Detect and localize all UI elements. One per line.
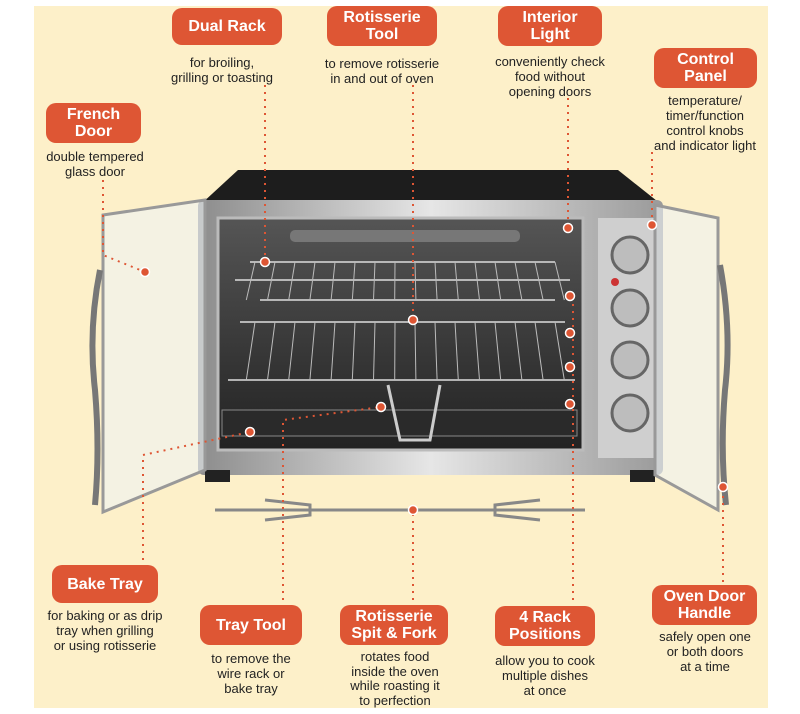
rotisserie-spit — [215, 498, 585, 522]
callout-dot — [646, 219, 658, 231]
right-glass-door — [653, 203, 720, 513]
callout-dot — [259, 256, 271, 268]
rack-wire — [514, 261, 523, 301]
bake-tray-desc: for baking or as drip tray when grilling… — [47, 608, 163, 653]
tray-tool-desc: to remove the wire rack or bake tray — [211, 651, 291, 696]
leader-lines — [102, 85, 724, 600]
tray-tool — [386, 384, 442, 442]
left-handle — [89, 269, 103, 506]
control-panel-desc: temperature/ timer/function control knob… — [654, 93, 756, 153]
upper-rack — [235, 261, 570, 301]
rack-wire — [288, 321, 296, 381]
rotisserie-tool-badge: Rotisserie Tool — [327, 6, 437, 46]
rack-wire — [454, 261, 459, 301]
oven-top — [200, 170, 662, 205]
control-panel-badge: Control Panel — [654, 48, 757, 88]
rack-wire — [373, 321, 376, 381]
callout-dot — [407, 314, 419, 326]
callout-dot — [375, 401, 387, 413]
control-knob — [610, 393, 650, 433]
callout-dot — [407, 504, 419, 516]
rotisserie-tool-desc: to remove rotisserie in and out of oven — [324, 56, 440, 86]
indicator-light — [611, 278, 619, 286]
rack-wire — [494, 321, 502, 381]
rack-wire — [434, 321, 438, 381]
callout-dot — [564, 361, 576, 373]
rack-wire — [351, 261, 356, 301]
rack-wire — [267, 261, 276, 301]
bake-tray-badge: Bake Tray — [52, 565, 158, 603]
rack-wire — [514, 321, 523, 381]
control-knob — [610, 235, 650, 275]
rack-wire — [494, 261, 502, 301]
rack-positions-badge: 4 Rack Positions — [495, 606, 595, 646]
interior-light-desc: conveniently check food without opening … — [495, 54, 605, 99]
callout-dot — [562, 222, 574, 234]
rack-wire — [267, 321, 276, 381]
left-glass-door — [101, 198, 207, 515]
callout-dot — [564, 327, 576, 339]
rack-wire — [330, 261, 336, 301]
rack-wire — [474, 261, 480, 301]
rack-wire — [330, 321, 336, 381]
rack-wire — [351, 321, 356, 381]
interior-light-badge: Interior Light — [498, 6, 602, 46]
door-handle-desc: safely open one or both doors at a time — [659, 629, 751, 674]
rack-wire — [434, 261, 438, 301]
rack-wire — [245, 321, 256, 381]
rack-wire — [554, 261, 565, 301]
rack-wire — [414, 261, 417, 301]
rack-wire — [288, 261, 296, 301]
rack-wire — [474, 321, 480, 381]
lower-rack — [228, 321, 575, 381]
rack-wire — [309, 321, 316, 381]
rotisserie-spit-badge: Rotisserie Spit & Fork — [340, 605, 448, 645]
rack-wire — [414, 321, 417, 381]
callout-dot — [564, 290, 576, 302]
rotisserie-spit-desc: rotates food inside the oven while roast… — [350, 649, 440, 708]
rack-wire — [454, 321, 459, 381]
dual-rack-badge: Dual Rack — [172, 8, 282, 45]
rack-wire — [245, 261, 256, 301]
right-handle — [717, 264, 731, 506]
rack-wire — [534, 321, 544, 381]
french-door-desc: double tempered glass door — [46, 149, 144, 179]
door-handle-badge: Oven Door Handle — [652, 585, 757, 625]
control-knob — [610, 340, 650, 380]
callout-dot — [717, 481, 729, 493]
french-door-badge: French Door — [46, 103, 141, 143]
rack-wire — [554, 321, 565, 381]
rack-wire — [373, 261, 376, 301]
tray-tool-badge: Tray Tool — [200, 605, 302, 645]
rack-wire — [309, 261, 316, 301]
callout-dot — [139, 266, 151, 278]
callout-dot — [244, 426, 256, 438]
dual-rack-desc: for broiling, grilling or toasting — [171, 55, 273, 85]
rack-positions-desc: allow you to cook multiple dishes at onc… — [495, 653, 595, 698]
callout-dot — [564, 398, 576, 410]
rack-wire — [534, 261, 544, 301]
control-knob — [610, 288, 650, 328]
